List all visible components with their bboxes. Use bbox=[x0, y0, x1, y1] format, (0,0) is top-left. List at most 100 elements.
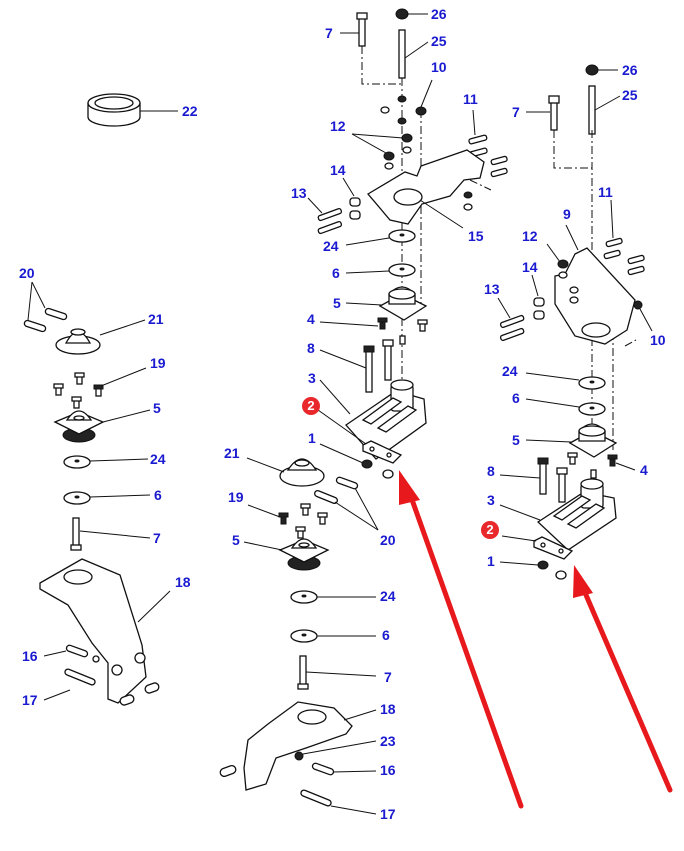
label-26: 26 bbox=[431, 6, 447, 22]
label-6: 6 bbox=[154, 487, 162, 503]
label-20: 20 bbox=[19, 265, 35, 281]
label-5: 5 bbox=[232, 532, 240, 548]
part-6-washer bbox=[290, 629, 376, 643]
label-8: 8 bbox=[487, 463, 495, 479]
part-19-bolts bbox=[247, 503, 328, 539]
part-2-plate bbox=[501, 535, 574, 560]
part-25-stud bbox=[398, 29, 429, 79]
label-10: 10 bbox=[431, 59, 447, 75]
label-7: 7 bbox=[325, 25, 333, 41]
part-8-studs bbox=[499, 457, 568, 503]
part-6-washer bbox=[525, 398, 606, 416]
part-16-bolt bbox=[311, 762, 377, 776]
part-12-nuts bbox=[351, 133, 413, 170]
part-15-bracket bbox=[367, 149, 492, 229]
label-25: 25 bbox=[622, 87, 638, 103]
part-7-bolt bbox=[297, 655, 377, 690]
label-24: 24 bbox=[502, 363, 518, 379]
label-14: 14 bbox=[522, 259, 538, 275]
part-20-pins bbox=[314, 476, 379, 531]
part-5-mount bbox=[525, 423, 618, 458]
label-22: 22 bbox=[182, 103, 198, 119]
label-7: 7 bbox=[153, 530, 161, 546]
red-arrow-center bbox=[399, 470, 524, 809]
part-14-sleeves bbox=[342, 177, 361, 220]
part-21-cap bbox=[55, 319, 146, 355]
label-5: 5 bbox=[153, 400, 161, 416]
part-9-bracket bbox=[554, 224, 637, 347]
label-6: 6 bbox=[332, 265, 340, 281]
label-18: 18 bbox=[380, 701, 396, 717]
part-13-bolts bbox=[307, 197, 343, 235]
part-19-bolts bbox=[53, 367, 147, 409]
part-1-nuts bbox=[499, 560, 567, 580]
label-8: 8 bbox=[307, 340, 315, 356]
part-24-washer bbox=[63, 455, 149, 469]
part-5-mount bbox=[53, 409, 151, 443]
label-5: 5 bbox=[333, 295, 341, 311]
part-17-bolt bbox=[43, 668, 96, 701]
part-1-nuts bbox=[319, 443, 394, 479]
part-4-bolts bbox=[319, 317, 428, 345]
label-3: 3 bbox=[487, 492, 495, 508]
part-20-pins bbox=[23, 281, 68, 333]
part-24-washer bbox=[345, 229, 416, 246]
label-4: 4 bbox=[307, 311, 315, 327]
part-7-bolt bbox=[340, 12, 368, 47]
label-6: 6 bbox=[382, 627, 390, 643]
part-21-cap bbox=[246, 457, 325, 487]
label-24: 24 bbox=[150, 451, 166, 467]
label-24: 24 bbox=[380, 588, 396, 604]
label-21: 21 bbox=[148, 311, 164, 327]
label-1: 1 bbox=[308, 430, 316, 446]
label-20: 20 bbox=[380, 532, 396, 548]
right-assembly bbox=[497, 64, 653, 580]
label-21: 21 bbox=[224, 445, 240, 461]
part-25-stud bbox=[588, 85, 621, 135]
part-5-mount bbox=[345, 286, 428, 321]
part-23-washer bbox=[294, 740, 377, 761]
part-2-plate bbox=[317, 409, 403, 464]
label-11: 11 bbox=[598, 184, 613, 200]
label-4: 4 bbox=[640, 462, 648, 478]
red-arrow-right bbox=[573, 565, 673, 793]
left-assembly bbox=[23, 281, 171, 706]
center-lower-assembly bbox=[219, 457, 379, 815]
part-10-nut bbox=[633, 300, 653, 332]
part-6-washer bbox=[63, 491, 151, 505]
part-11-bolts bbox=[603, 199, 645, 276]
label-19: 19 bbox=[228, 489, 244, 505]
label-6: 6 bbox=[512, 390, 520, 406]
label-15: 15 bbox=[468, 228, 484, 244]
part-5-mount bbox=[243, 538, 330, 571]
part-6-washer bbox=[345, 263, 416, 277]
label-12: 12 bbox=[522, 228, 538, 244]
label-9: 9 bbox=[563, 206, 571, 222]
label-7: 7 bbox=[384, 669, 392, 685]
part-7-bolt bbox=[526, 95, 560, 131]
part-24-washer bbox=[525, 372, 606, 390]
label-17: 17 bbox=[380, 806, 396, 822]
label-10: 10 bbox=[650, 332, 666, 348]
part-12-nuts bbox=[546, 243, 579, 304]
label-16: 16 bbox=[380, 762, 396, 778]
part-8-studs bbox=[319, 339, 394, 393]
part-7-bolt bbox=[70, 517, 151, 551]
part-3-base bbox=[499, 478, 617, 551]
part-17-bolt bbox=[300, 789, 377, 815]
label-19: 19 bbox=[150, 355, 166, 371]
part-13-bolts bbox=[497, 297, 525, 342]
part-18-bracket bbox=[219, 701, 377, 791]
label-23: 23 bbox=[380, 733, 396, 749]
label-18: 18 bbox=[175, 574, 191, 590]
label-11: 11 bbox=[463, 91, 478, 107]
part-24-washer bbox=[290, 590, 376, 604]
label-3: 3 bbox=[308, 370, 316, 386]
part-26-nut bbox=[585, 64, 618, 76]
label-5: 5 bbox=[512, 432, 520, 448]
part-26-nut bbox=[395, 8, 428, 20]
center-upper-assembly bbox=[307, 8, 508, 479]
label-24: 24 bbox=[323, 238, 339, 254]
part-14-sleeves bbox=[531, 274, 545, 320]
